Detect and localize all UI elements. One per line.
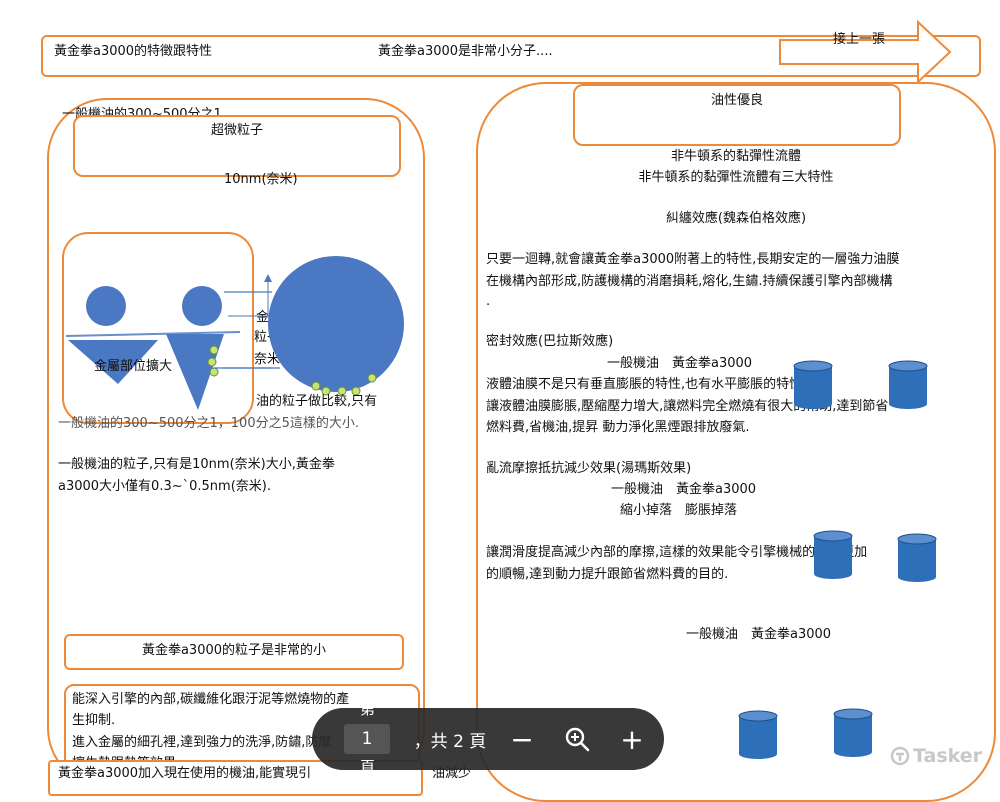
effect1-line1: 只要一迴轉,就會讓黃金拳a3000附著上的特性,長期安定的一層強力油膜 bbox=[486, 252, 900, 267]
bottom-line1: 能深入引擎的內部,碳纖維化跟汙泥等燃燒物的產 bbox=[72, 692, 350, 707]
cylinder-icon bbox=[833, 708, 873, 757]
zoom-out-button[interactable]: − bbox=[510, 722, 534, 756]
paragraph1-line1: 油的粒子做比較,只有 bbox=[256, 394, 378, 409]
bottom-line2: 生抑制. bbox=[72, 713, 116, 728]
cylinder-icon bbox=[738, 710, 778, 759]
effect2-sub: 一般機油 黃金拳a3000 bbox=[607, 356, 753, 371]
effect1-line2: 在機構內部形成,防護機構的消磨損耗,熔化,生鏽.持續保護引擎內部機構 bbox=[486, 274, 893, 289]
magnifier-icon[interactable] bbox=[557, 708, 597, 770]
effect3-line1: 讓潤滑度提高減少內部的摩擦,這樣的效果能令引擎機械的運作更加 bbox=[486, 545, 868, 560]
footer-partial-text: 黃金拳a3000加入現在使用的機油,能實現引 bbox=[58, 766, 312, 781]
effect3-sub2: 縮小掉落 膨脹掉落 bbox=[620, 503, 738, 518]
effect3-sub: 一般機油 黃金拳a3000 bbox=[611, 482, 757, 497]
effect3-title: 亂流摩擦抵抗減少效果(湯瑪斯效果) bbox=[486, 461, 692, 476]
cylinder-icon bbox=[793, 360, 833, 409]
right-line-b: 非牛頓系的黏彈性流體有三大特性 bbox=[638, 170, 834, 185]
page-total: ，共 2 頁 bbox=[413, 731, 487, 752]
page-suffix: 頁 bbox=[360, 758, 376, 776]
partial-text-3: 奈米 bbox=[254, 352, 281, 367]
right-bottom-sub: 一般機油 黃金拳a3000 bbox=[686, 627, 832, 642]
cylinder-icon bbox=[813, 530, 853, 579]
effect1-title: 糾纏效應(魏森伯格效應) bbox=[665, 211, 807, 226]
paragraph2-line1: 一般機油的粒子,只有是10nm(奈米)大小,黃金拳 bbox=[58, 457, 335, 472]
page-prefix: 第 bbox=[360, 700, 376, 718]
paragraph1-line2: 一般機油的300~500分之1，100分之5這樣的大小. bbox=[58, 416, 360, 431]
tasker-logo-icon bbox=[890, 746, 910, 766]
page-number-input[interactable]: 1 bbox=[342, 708, 392, 770]
particle-diagram bbox=[65, 256, 404, 410]
small-heading-box bbox=[64, 634, 404, 670]
effect1-line3: . bbox=[486, 294, 491, 309]
right-heading-box bbox=[573, 84, 901, 146]
zoom-reset-icon bbox=[565, 727, 590, 752]
watermark: Tasker bbox=[890, 745, 982, 767]
watermark-text: Tasker bbox=[913, 745, 983, 767]
partial-text-1: 金 bbox=[256, 310, 270, 325]
effect2-line1: 液體油膜不是只有垂直膨脹的特性,也有水平膨脹的特性. bbox=[486, 377, 807, 392]
effect2-line2: 讓液體油膜膨脹,壓縮壓力增大,讓燃料完全燃燒有很大的幫助,達到節省 bbox=[486, 399, 889, 414]
right-line-a: 非牛頓系的黏彈性流體 bbox=[670, 149, 801, 164]
cylinder-icon bbox=[897, 533, 937, 582]
bottom-line3: 進入金屬的細孔裡,達到強力的洗淨,防鏽,防摩 bbox=[72, 735, 332, 750]
zoom-in-button[interactable]: + bbox=[620, 722, 644, 756]
effect3-line2: 的順暢,達到動力提升跟節省燃料費的目的. bbox=[486, 567, 729, 582]
right-heading: 油性優良 bbox=[710, 93, 763, 108]
next-page-label[interactable]: 接上一張 bbox=[833, 32, 886, 47]
particle-diagram-box bbox=[62, 232, 254, 424]
next-arrow-icon[interactable] bbox=[778, 20, 954, 84]
unit-label: 10nm(奈米) bbox=[224, 172, 298, 187]
header-center-text: 黃金拳a3000是非常小分子.... bbox=[378, 44, 553, 59]
left-heading-box bbox=[73, 115, 401, 177]
header-left-title: 黃金拳a3000的特徵跟特性 bbox=[54, 44, 213, 59]
page-current[interactable]: 1 bbox=[344, 724, 390, 754]
effect2-line3: 燃料費,省機油,提昇 動力淨化黑煙跟排放廢氣. bbox=[486, 420, 750, 435]
right-panel bbox=[476, 82, 996, 802]
effect2-title: 密封效應(巴拉斯效應) bbox=[486, 334, 614, 349]
cylinder-icon bbox=[888, 360, 928, 409]
pdf-toolbar: 第 1 頁 ，共 2 頁 − + bbox=[312, 700, 664, 776]
small-heading: 黃金拳a3000的粒子是非常的小 bbox=[141, 643, 327, 658]
left-heading: 超微粒子 bbox=[210, 123, 263, 138]
diagram-label: 金屬部位擴大 bbox=[94, 359, 173, 374]
paragraph2-line2: a3000大小僅有0.3~`0.5nm(奈米). bbox=[58, 479, 271, 494]
